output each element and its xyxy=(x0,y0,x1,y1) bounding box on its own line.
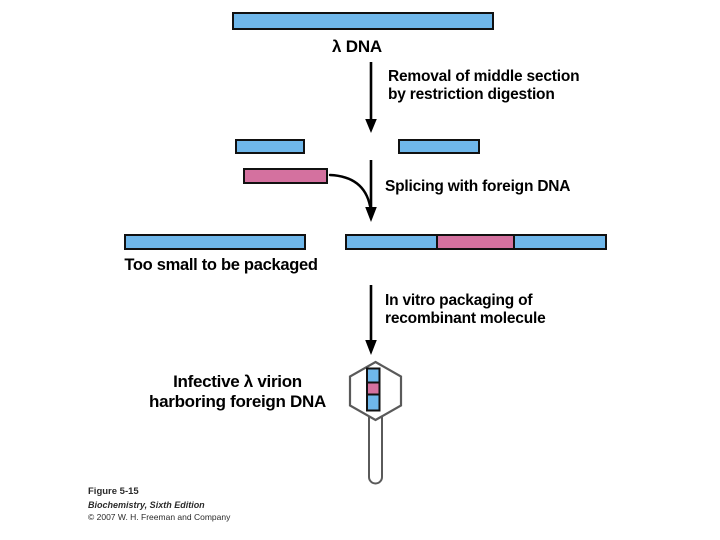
step-label-packaging: In vitro packaging of recombinant molecu… xyxy=(385,292,546,328)
packaged-dna-foreign xyxy=(366,381,381,396)
recombinant-bar xyxy=(345,234,607,250)
caption-source: Biochemistry, Sixth Edition xyxy=(88,499,205,510)
too-small-bar xyxy=(124,234,306,250)
caption-figure-number: Figure 5-15 xyxy=(88,486,139,497)
left-arm-segment xyxy=(237,141,303,152)
phage-capsid-head xyxy=(348,360,403,422)
foreign-dna-segment xyxy=(245,170,326,182)
right-arm-segment xyxy=(400,141,478,152)
curved-splice-connector xyxy=(328,173,372,208)
foreign-dna-bar xyxy=(243,168,328,184)
figure-caption: Figure 5-15 Biochemistry, Sixth Edition … xyxy=(88,486,230,523)
recombinant-left-arm xyxy=(347,236,436,248)
step-label-splicing: Splicing with foreign DNA xyxy=(385,178,571,195)
lambda-dna-label: λ DNA xyxy=(332,37,383,56)
lambda-dna-segment xyxy=(234,14,492,28)
step-label-removal: Removal of middle section by restriction… xyxy=(388,68,580,104)
phage-tail xyxy=(368,416,383,485)
recombinant-right-arm xyxy=(513,236,605,248)
packaged-dna-lambda-top xyxy=(366,367,381,384)
recombinant-foreign-insert xyxy=(436,236,514,248)
arrow-splicing xyxy=(365,160,377,222)
caption-copyright: © 2007 W. H. Freeman and Company xyxy=(88,511,231,522)
lambda-dna-bar xyxy=(232,12,494,30)
phage-virion xyxy=(348,360,403,485)
packaged-dna-lambda-bottom xyxy=(366,393,381,412)
arrow-removal xyxy=(365,62,377,133)
too-small-label: Too small to be packaged xyxy=(124,256,318,274)
packaged-dna-stack xyxy=(366,367,381,412)
virion-label: Infective λ virion harboring foreign DNA xyxy=(149,372,326,412)
right-arm-bar xyxy=(398,139,480,154)
left-arm-bar xyxy=(235,139,305,154)
too-small-segment xyxy=(126,236,304,248)
arrow-packaging xyxy=(365,285,377,355)
